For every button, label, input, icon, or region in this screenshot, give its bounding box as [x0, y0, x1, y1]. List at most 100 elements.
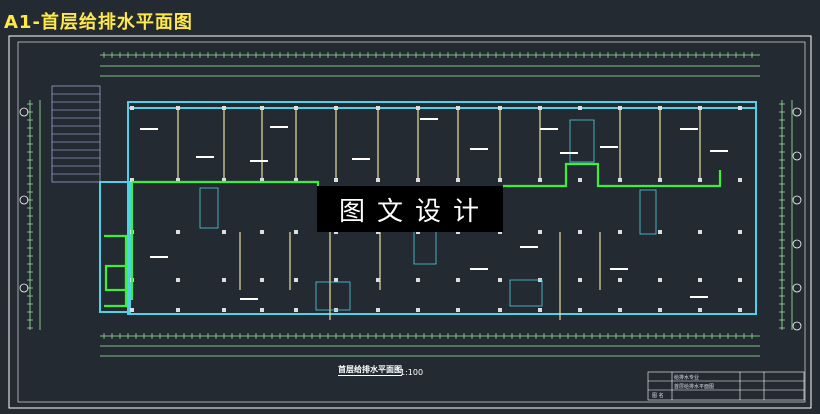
column	[538, 178, 542, 182]
column	[498, 278, 502, 282]
column	[260, 178, 264, 182]
column	[222, 308, 226, 312]
column	[176, 278, 180, 282]
column	[698, 308, 702, 312]
column	[176, 308, 180, 312]
column	[618, 178, 622, 182]
room-partitions	[177, 108, 701, 320]
column	[222, 230, 226, 234]
column	[376, 178, 380, 182]
plan-scale: 1:100	[400, 368, 424, 377]
column	[294, 178, 298, 182]
column	[456, 308, 460, 312]
column	[376, 278, 380, 282]
column	[260, 278, 264, 282]
title-block-row-3: 图 名	[652, 393, 664, 399]
room-label	[470, 268, 488, 270]
room-label	[560, 152, 578, 154]
column	[334, 178, 338, 182]
room-label	[600, 146, 618, 148]
room-label	[250, 160, 268, 162]
column	[334, 278, 338, 282]
column	[658, 230, 662, 234]
column	[738, 278, 742, 282]
room-label	[140, 128, 158, 130]
room-label	[150, 256, 168, 258]
column	[130, 308, 134, 312]
column	[538, 308, 542, 312]
column	[498, 308, 502, 312]
column	[578, 178, 582, 182]
column	[222, 178, 226, 182]
column	[416, 178, 420, 182]
axis-bubbles	[19, 107, 802, 331]
column	[658, 178, 662, 182]
drainage-pipes	[104, 162, 722, 308]
room-label	[690, 296, 708, 298]
column	[456, 278, 460, 282]
column	[260, 308, 264, 312]
column	[658, 308, 662, 312]
column	[658, 278, 662, 282]
column	[618, 308, 622, 312]
column	[578, 278, 582, 282]
column	[698, 230, 702, 234]
drawing-title: A1-首层给排水平面图	[4, 12, 193, 33]
room-labels	[140, 118, 728, 300]
column	[176, 230, 180, 234]
exterior-stair	[51, 85, 101, 183]
title-block-row-1: 给排水专业	[674, 375, 700, 381]
column	[578, 308, 582, 312]
column	[538, 230, 542, 234]
room-label	[196, 156, 214, 158]
room-label	[240, 298, 258, 300]
column	[294, 278, 298, 282]
column	[294, 230, 298, 234]
column	[498, 230, 502, 234]
room-label	[710, 150, 728, 152]
column	[416, 230, 420, 234]
stair-cores	[199, 119, 657, 311]
room-label	[420, 118, 438, 120]
watermark-banner: 图文设计	[317, 186, 503, 232]
column	[618, 230, 622, 234]
plan-caption: 首层给排水平面图	[338, 365, 402, 376]
column	[738, 308, 742, 312]
room-label	[352, 158, 370, 160]
column	[738, 106, 742, 110]
column	[498, 178, 502, 182]
outer-walls	[99, 101, 757, 315]
column	[698, 178, 702, 182]
room-label	[540, 128, 558, 130]
column	[698, 278, 702, 282]
column	[456, 230, 460, 234]
column	[618, 278, 622, 282]
column	[260, 230, 264, 234]
column	[578, 106, 582, 110]
column	[222, 278, 226, 282]
dimension-ticks	[27, 52, 785, 339]
room-label	[520, 246, 538, 248]
column	[334, 230, 338, 234]
column	[130, 106, 134, 110]
dimension-lines	[29, 54, 793, 357]
outer-frame	[8, 35, 812, 409]
column	[456, 178, 460, 182]
column	[376, 230, 380, 234]
column	[578, 230, 582, 234]
room-label	[610, 268, 628, 270]
column	[738, 230, 742, 234]
column	[130, 178, 134, 182]
column	[416, 278, 420, 282]
column	[176, 178, 180, 182]
column	[294, 308, 298, 312]
room-label	[470, 148, 488, 150]
title-block	[647, 371, 805, 401]
room-label	[680, 128, 698, 130]
column	[738, 178, 742, 182]
title-block-row-2: 首层给排水平面图	[674, 384, 715, 390]
column	[376, 308, 380, 312]
column	[416, 308, 420, 312]
